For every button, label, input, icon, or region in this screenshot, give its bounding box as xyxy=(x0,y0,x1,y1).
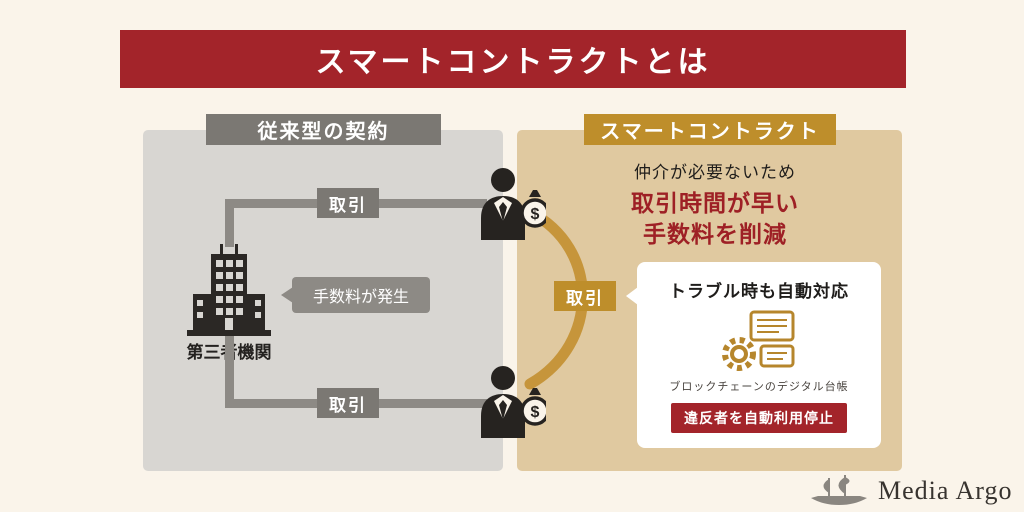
auto-card-caption: ブロックチェーンのデジタル台帳 xyxy=(669,381,849,393)
ship-icon xyxy=(811,475,867,505)
site-logo: Media Argo xyxy=(806,474,1012,508)
title-banner: スマートコントラクトとは xyxy=(120,30,906,88)
auto-card-title: トラブル時も自動対応 xyxy=(669,282,849,301)
traditional-contract-header: 従来型の契約 xyxy=(206,114,441,145)
auto-card-tail xyxy=(626,287,638,305)
benefit-text: 仲介が必要ないため 取引時間が早い 手数料を削減 xyxy=(590,158,840,250)
connector-bottom-vertical xyxy=(225,334,234,408)
benefit-line3: 手数料を削減 xyxy=(643,221,787,247)
auto-response-card: トラブル時も自動対応 ブロックチェーンのデジタル台帳 違反者を自動利用停止 xyxy=(637,262,881,448)
transaction-badge-smart: 取引 xyxy=(554,281,616,311)
connector-top-vertical xyxy=(225,199,234,247)
smart-contract-header: スマートコントラクト xyxy=(584,114,836,145)
logo-text: Media Argo xyxy=(878,476,1013,505)
ledger-gear-icon xyxy=(722,310,795,371)
person-money-icon-bottom: $ xyxy=(481,366,546,438)
benefit-line2: 取引時間が早い xyxy=(631,190,799,216)
transaction-badge-bottom: 取引 xyxy=(317,388,379,418)
transaction-badge-top: 取引 xyxy=(317,188,379,218)
building-icon xyxy=(187,244,271,336)
person-money-icon-top: $ xyxy=(481,168,546,240)
fee-bubble-tail xyxy=(281,287,293,303)
benefit-line1: 仲介が必要ないため xyxy=(634,163,796,182)
dollar-sign-top: $ xyxy=(531,206,540,223)
dollar-sign-bottom: $ xyxy=(531,404,540,421)
page-title: スマートコントラクトとは xyxy=(315,46,711,79)
fee-bubble: 手数料が発生 xyxy=(292,277,430,313)
auto-card-badge: 違反者を自動利用停止 xyxy=(671,403,847,433)
